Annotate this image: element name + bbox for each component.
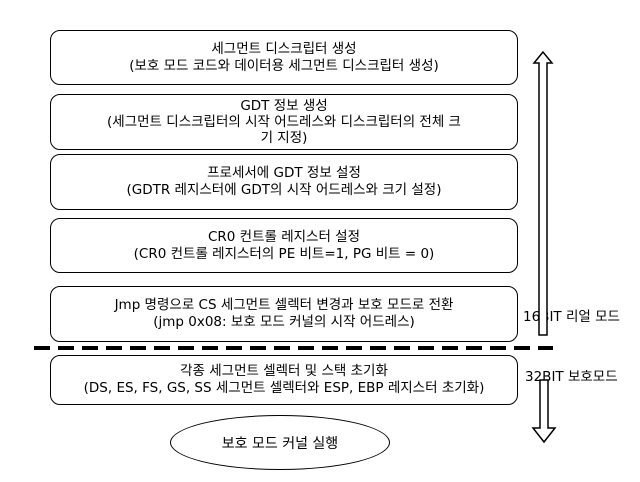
step-title: CR0 컨트롤 레지스터 설정 [207,228,361,245]
step-detail: (jmp 0x08: 보호 모드 커널의 시작 어드레스) [153,314,415,330]
step-detail-continued: 기 지정) [260,130,308,146]
step-title: Jmp 명령으로 CS 세그먼트 셀렉터 변경과 보호 모드로 전환 [114,297,454,313]
step-create-gdt-info: GDT 정보 생성 (세그먼트 디스크립터의 시작 어드레스와 디스크립터의 전… [50,94,518,150]
step-jmp-switch-protected-mode: Jmp 명령으로 CS 세그먼트 셀렉터 변경과 보호 모드로 전환 (jmp … [50,286,518,342]
step-detail: (보호 모드 코드와 데이터용 세그먼트 디스크립터 생성) [129,57,439,74]
final-protected-mode-kernel: 보호 모드 커널 실행 [170,415,390,470]
up-arrow [532,50,554,336]
step-detail: (CR0 컨트롤 레지스터의 PE 비트=1, PG 비트 = 0) [133,245,435,262]
step-detail: (GDTR 레지스터에 GDT의 시작 어드레스와 크기 설정) [126,182,442,198]
step-title: 각종 세그먼트 셀렉터 및 스택 초기화 [180,363,388,379]
step-title: 프로세서에 GDT 정보 설정 [207,165,361,181]
step-title: 세그먼트 디스크립터 생성 [211,40,357,57]
step-detail: (세그먼트 디스크립터의 시작 어드레스와 디스크립터의 전체 크 [107,114,461,130]
step-detail: (DS, ES, FS, GS, SS 세그먼트 셀렉터와 ESP, EBP 레… [83,380,485,396]
step-title: GDT 정보 생성 [240,98,328,114]
step-create-segment-descriptor: 세그먼트 디스크립터 생성 (보호 모드 코드와 데이터용 세그먼트 디스크립터… [50,30,518,85]
step-init-selectors-stack: 각종 세그먼트 셀렉터 및 스택 초기화 (DS, ES, FS, GS, SS… [50,355,518,405]
final-label: 보호 모드 커널 실행 [221,435,339,452]
down-arrow [531,379,557,444]
step-set-gdt-info: 프로세서에 GDT 정보 설정 (GDTR 레지스터에 GDT의 시작 어드레스… [50,154,518,210]
step-set-cr0-register: CR0 컨트롤 레지스터 설정 (CR0 컨트롤 레지스터의 PE 비트=1, … [50,218,518,273]
